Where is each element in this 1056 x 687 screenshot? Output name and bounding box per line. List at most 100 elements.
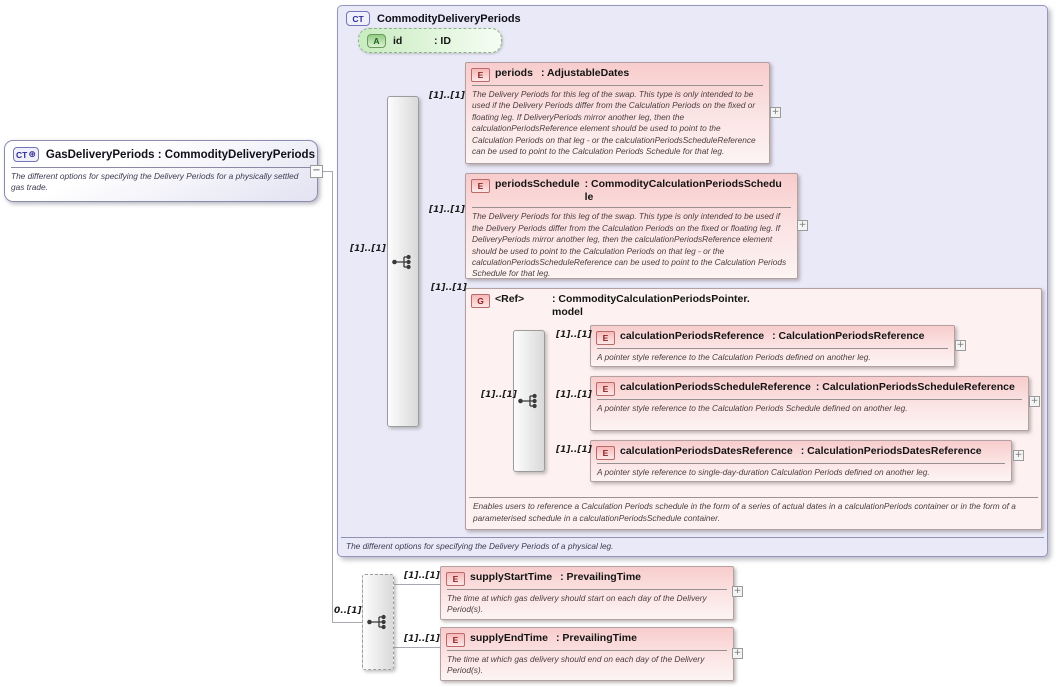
attribute-type: : ID: [434, 34, 451, 47]
cardinality-label: [1]..[1]: [429, 91, 465, 101]
connector-line: [322, 171, 333, 172]
group-ref-header[interactable]: G <Ref> : CommodityCalculationPeriodsPoi…: [466, 289, 1041, 321]
group-name: <Ref>: [495, 293, 525, 305]
element-icon: E: [446, 633, 465, 647]
divider: [447, 589, 727, 590]
attribute-name: id: [393, 34, 403, 47]
element-icon: E: [446, 572, 465, 586]
divider: [11, 167, 311, 168]
element-calculationperiodsdatesreference-header[interactable]: E calculationPeriodsDatesReference : Cal…: [591, 441, 1011, 462]
connector-line: [392, 584, 440, 585]
complex-type-annotation: The different options for specifying the…: [341, 537, 1044, 556]
complex-type-icon: CT: [346, 11, 370, 26]
cardinality-label: [1]..[1]: [556, 390, 592, 400]
circle-plus-icon: ⊕: [28, 149, 36, 159]
element-annotation: A pointer style reference to single-day-…: [597, 467, 930, 477]
expand-supplyendtime-button[interactable]: +: [732, 648, 743, 659]
element-supplyendtime-header[interactable]: E supplyEndTime : PrevailingTime: [441, 628, 733, 649]
expand-supplystarttime-button[interactable]: +: [732, 586, 743, 597]
choice-indicator-extension: [362, 574, 394, 670]
element-icon: E: [596, 446, 615, 460]
choice-indicator-ref-group: [513, 330, 545, 472]
element-periodsschedule[interactable]: E periodsSchedule : CommodityCalculation…: [465, 173, 798, 279]
element-calculationperiodsreference-header[interactable]: E calculationPeriodsReference : Calculat…: [591, 326, 954, 347]
cardinality-label: [1]..[1]: [404, 571, 440, 581]
choice-icon: [392, 254, 411, 269]
root-annotation: The different options for specifying the…: [11, 171, 299, 193]
complex-type-box-gasdeliveryperiods[interactable]: CT⊕ GasDeliveryPeriods : CommodityDelive…: [4, 140, 318, 202]
connector-line: [392, 647, 440, 648]
element-annotation: A pointer style reference to the Calcula…: [597, 403, 908, 413]
cardinality-label: [1]..[1]: [429, 205, 465, 215]
cardinality-label: [1]..[1]: [556, 330, 592, 340]
choice-icon: [367, 614, 386, 630]
element-periods[interactable]: E periods : AdjustableDates The Delivery…: [465, 62, 770, 164]
complex-type-title: CommodityDeliveryPeriods: [377, 12, 521, 25]
divider: [597, 399, 1022, 400]
expand-calculationperiodsdatesreference-button[interactable]: +: [1013, 450, 1024, 461]
divider: [597, 463, 1005, 464]
element-supplyendtime[interactable]: E supplyEndTime : PrevailingTime The tim…: [440, 627, 734, 681]
divider: [472, 207, 791, 209]
choice-icon: [518, 393, 537, 409]
expand-periodsschedule-button[interactable]: +: [797, 220, 808, 231]
element-name: calculationPeriodsReference: [620, 330, 765, 342]
element-annotation: The time at which gas delivery should en…: [447, 654, 705, 676]
cardinality-label: [1]..[1]: [350, 244, 386, 254]
cardinality-label: [1]..[1]: [481, 390, 517, 400]
group-type: : CommodityCalculationPeriodsPointer.mod…: [552, 293, 750, 319]
element-type: : CalculationPeriodsScheduleReference: [815, 381, 1015, 393]
element-calculationperiodsschedulereference-header[interactable]: E calculationPeriodsScheduleReference : …: [591, 377, 1028, 398]
root-header: CT⊕ GasDeliveryPeriods : CommodityDelive…: [5, 141, 317, 166]
element-supplystarttime-header[interactable]: E supplyStartTime : PrevailingTime: [441, 567, 733, 588]
root-name: GasDeliveryPeriods: [45, 148, 155, 161]
element-type: : CalculationPeriodsReference: [772, 330, 925, 342]
element-icon: E: [471, 68, 490, 82]
element-name: calculationPeriodsScheduleReference: [620, 381, 811, 393]
element-periodsschedule-header[interactable]: E periodsSchedule : CommodityCalculation…: [466, 174, 797, 206]
collapse-root-button[interactable]: −: [310, 165, 323, 178]
cardinality-label: 0..[1]: [334, 606, 362, 616]
expand-periods-button[interactable]: +: [770, 107, 781, 118]
element-annotation: The Delivery Periods for this leg of the…: [472, 89, 756, 157]
group-annotation: Enables users to reference a Calculation…: [469, 497, 1038, 529]
element-type: : CommodityCalculationPeriodsSchedule: [584, 178, 782, 204]
cardinality-label: [1]..[1]: [404, 634, 440, 644]
element-type: : CalculationPeriodsDatesReference: [800, 445, 982, 457]
connector-line: [332, 622, 363, 623]
divider: [447, 650, 727, 651]
divider: [597, 348, 948, 349]
root-title: GasDeliveryPeriods : CommodityDeliveryPe…: [46, 149, 315, 161]
cardinality-label: [1]..[1]: [556, 445, 592, 455]
group-icon: G: [471, 294, 490, 308]
complex-type-header: CT CommodityDeliveryPeriods: [338, 6, 1047, 31]
element-name: periods: [495, 67, 533, 79]
element-calculationperiodsdatesreference[interactable]: E calculationPeriodsDatesReference : Cal…: [590, 440, 1012, 482]
element-annotation: The time at which gas delivery should st…: [447, 593, 707, 615]
choice-indicator-main: [387, 96, 419, 427]
element-name: supplyStartTime: [470, 571, 553, 583]
element-annotation: The Delivery Periods for this leg of the…: [472, 211, 787, 279]
element-type: : PrevailingTime: [560, 571, 641, 583]
element-supplystarttime[interactable]: E supplyStartTime : PrevailingTime The t…: [440, 566, 734, 620]
attribute-icon: A: [367, 33, 386, 48]
element-type: : PrevailingTime: [556, 632, 637, 644]
complex-type-icon-label: CT: [16, 149, 28, 160]
connector-line: [332, 171, 333, 622]
root-type: : CommodityDeliveryPeriods: [157, 148, 315, 161]
complex-type-icon: CT⊕: [13, 147, 39, 162]
attribute-id[interactable]: A id : ID: [358, 28, 502, 53]
expand-calculationperiodsschedulereference-button[interactable]: +: [1029, 396, 1040, 407]
element-calculationperiodsreference[interactable]: E calculationPeriodsReference : Calculat…: [590, 325, 955, 367]
cardinality-label: [1]..[1]: [431, 283, 467, 293]
element-periods-header[interactable]: E periods : AdjustableDates: [466, 63, 769, 84]
divider: [472, 85, 763, 86]
element-icon: E: [596, 382, 615, 396]
element-icon: E: [471, 179, 490, 193]
element-calculationperiodsschedulereference[interactable]: E calculationPeriodsScheduleReference : …: [590, 376, 1029, 431]
element-annotation: A pointer style reference to the Calcula…: [597, 352, 871, 362]
expand-calculationperiodsreference-button[interactable]: +: [955, 340, 966, 351]
element-name: periodsSchedule: [495, 178, 580, 190]
element-icon: E: [596, 331, 615, 345]
